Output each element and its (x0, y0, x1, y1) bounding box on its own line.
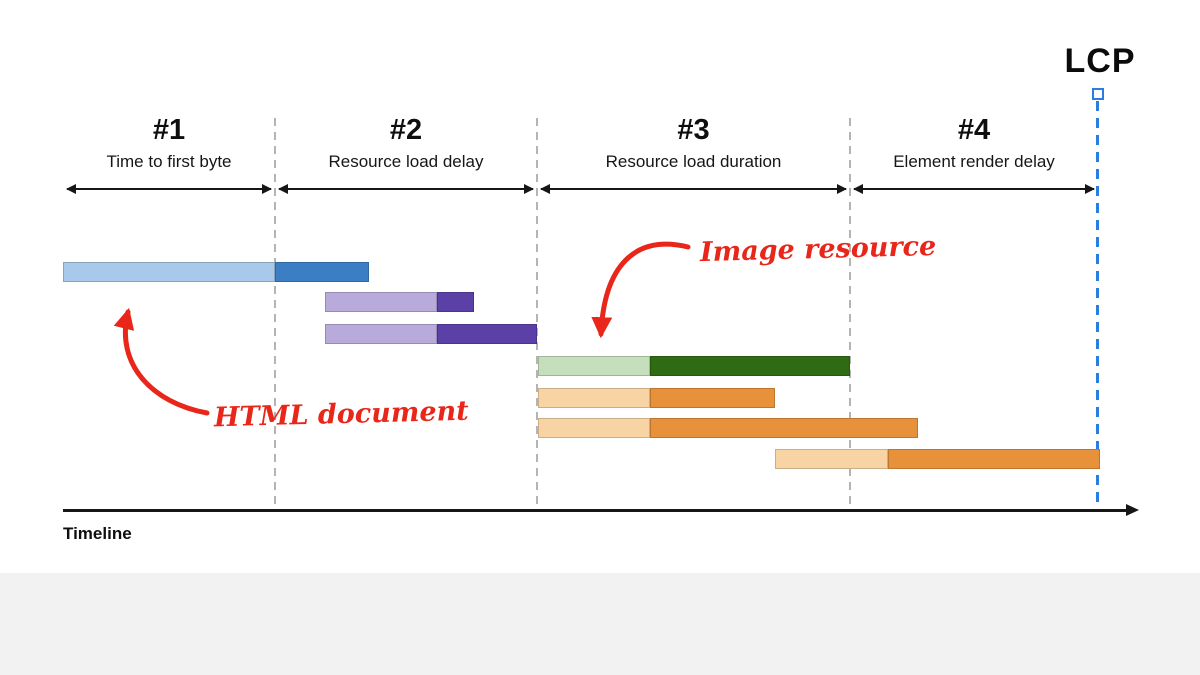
phase-4-span-arrow (853, 183, 1095, 194)
script-bar (775, 449, 1100, 469)
script-bar (538, 418, 918, 438)
legend-strip: Document Stylesheet Script Image (0, 573, 1200, 675)
phase-2-span-arrow (278, 183, 534, 194)
phase-1-header: #1 Time to first byte (63, 112, 275, 194)
phase-2-label: Resource load delay (328, 152, 484, 171)
phase-4-header: #4 Element render delay (850, 112, 1098, 194)
phase-separator-3 (849, 118, 851, 512)
image-resource-arrow (591, 241, 691, 339)
stylesheet-light-segment (325, 292, 437, 312)
image-dark-segment (650, 356, 850, 376)
image-resource-annotation: Image resource (699, 230, 937, 269)
html-document-annotation: HTML document (213, 395, 470, 434)
script-dark-segment (650, 418, 918, 438)
script-dark-segment (650, 388, 775, 408)
stylesheet-light-segment (325, 324, 437, 344)
phase-3-span-arrow (540, 183, 847, 194)
phase-2-number: #2 (389, 114, 423, 146)
stylesheet-bar (325, 292, 474, 312)
phase-3-header: #3 Resource load duration (537, 112, 850, 194)
document-light-segment (63, 262, 275, 282)
script-light-segment (538, 388, 650, 408)
phase-1-span-arrow (66, 183, 272, 194)
phase-2-header: #2 Resource load delay (275, 112, 537, 194)
document-dark-segment (275, 262, 369, 282)
image-bar (538, 356, 850, 376)
lcp-marker-handle (1092, 88, 1104, 100)
script-light-segment (538, 418, 650, 438)
phase-separator-1 (274, 118, 276, 512)
image-light-segment (538, 356, 650, 376)
script-bar (538, 388, 775, 408)
lcp-title: LCP (1064, 42, 1136, 80)
document-bar (63, 262, 369, 282)
phase-separator-2 (536, 118, 538, 512)
stylesheet-dark-segment (437, 324, 537, 344)
script-dark-segment (888, 449, 1100, 469)
timeline-axis (63, 509, 1129, 512)
html-document-arrow (113, 307, 210, 416)
script-light-segment (775, 449, 888, 469)
phase-3-label: Resource load duration (605, 152, 782, 171)
lcp-marker-line (1096, 101, 1099, 511)
phase-4-number: #4 (957, 114, 991, 146)
phase-1-label: Time to first byte (106, 152, 232, 171)
phase-4-label: Element render delay (893, 152, 1055, 171)
stylesheet-bar (325, 324, 537, 344)
timeline-axis-arrowhead (1126, 504, 1139, 516)
timeline-label: Timeline (63, 524, 132, 543)
stylesheet-dark-segment (437, 292, 474, 312)
phase-3-number: #3 (677, 114, 710, 146)
phase-1-number: #1 (152, 114, 186, 146)
